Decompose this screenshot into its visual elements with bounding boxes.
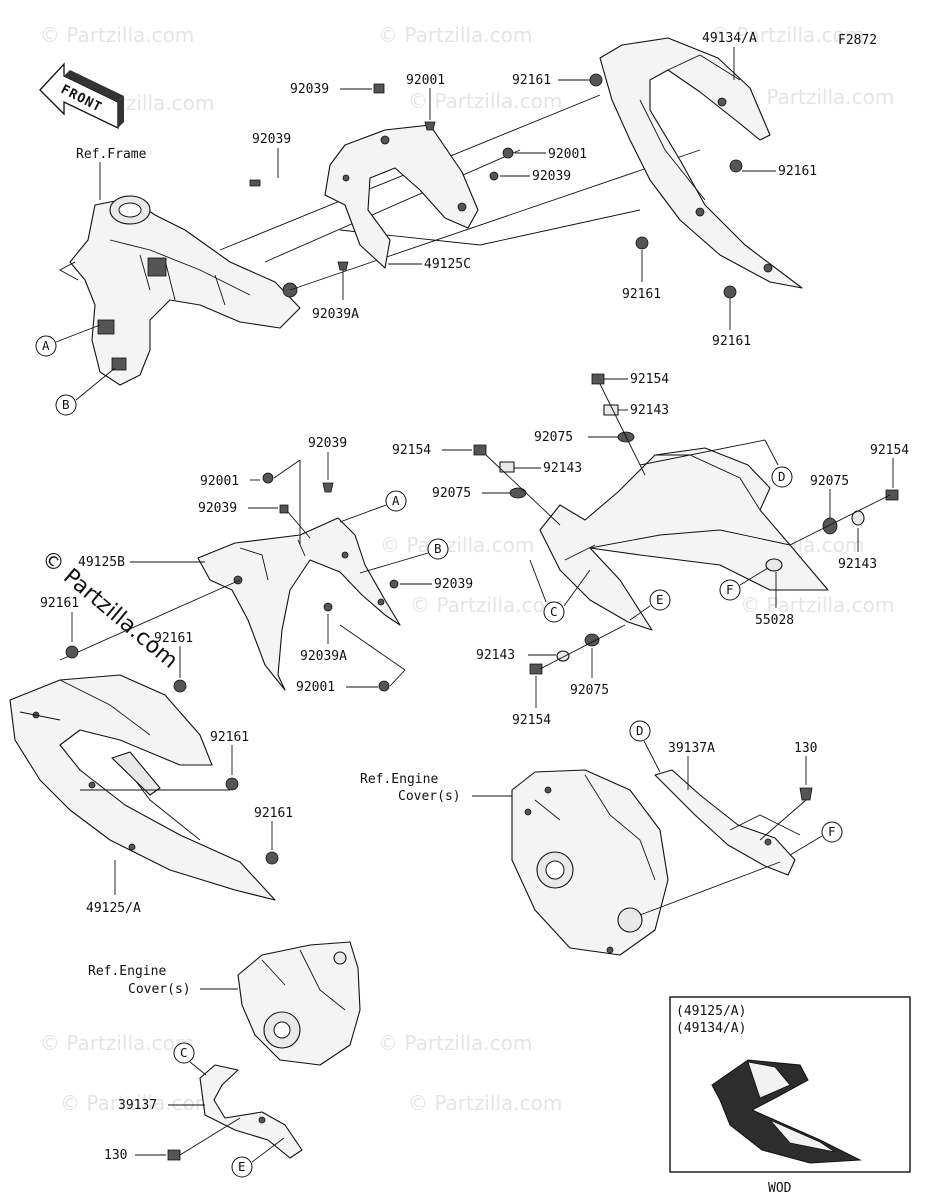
watermark: © Partzilla.com bbox=[40, 1031, 194, 1055]
inner-panel-49125B bbox=[197, 517, 401, 691]
callout-a bbox=[385, 490, 407, 512]
watermark: © Partzilla.com bbox=[710, 23, 864, 47]
front-direction-arrow-icon: FRONT bbox=[39, 62, 124, 130]
part-number: 92001 bbox=[296, 680, 335, 695]
callout-e-letter: E bbox=[238, 1159, 246, 1174]
callout-f bbox=[821, 821, 843, 843]
ref-engine-label: Cover(s) bbox=[128, 982, 191, 997]
ref-engine-label: Ref.Engine bbox=[360, 772, 438, 787]
part-number: 92143 bbox=[543, 461, 582, 476]
callout-c-letter: C bbox=[550, 604, 558, 619]
part-number: 39137A bbox=[668, 741, 715, 756]
ref-engine-label: Ref.Engine bbox=[88, 964, 166, 979]
part-number: 92001 bbox=[548, 147, 587, 162]
cowl-49134A bbox=[599, 37, 803, 289]
part-number: 49134/A bbox=[702, 31, 757, 46]
part-number: 92161 bbox=[512, 73, 551, 88]
part-number: 49125/A bbox=[86, 901, 141, 916]
part-number: 92161 bbox=[254, 806, 293, 821]
bracket-49125C bbox=[324, 124, 479, 269]
callout-c-letter: C bbox=[180, 1045, 188, 1060]
part-number: 92075 bbox=[534, 430, 573, 445]
part-number: 92154 bbox=[630, 372, 669, 387]
part-number: 92161 bbox=[622, 287, 661, 302]
bracket-39137 bbox=[199, 1064, 303, 1159]
callout-c bbox=[543, 601, 565, 623]
part-number: 92143 bbox=[838, 557, 877, 572]
watermark: © Partzilla.com bbox=[408, 89, 562, 113]
callout-d-letter: D bbox=[778, 469, 786, 484]
part-number: 92154 bbox=[392, 443, 431, 458]
part-number: 92039A bbox=[312, 307, 359, 322]
side-cowl-49125A bbox=[9, 674, 276, 901]
part-number: 92075 bbox=[432, 486, 471, 501]
callout-b-letter: B bbox=[434, 541, 442, 556]
callout-b-letter: B bbox=[62, 397, 70, 412]
callout-b bbox=[55, 394, 77, 416]
callout-d bbox=[629, 720, 651, 742]
part-number: 49125B bbox=[78, 555, 125, 570]
callout-e bbox=[649, 589, 671, 611]
part-number: 92039 bbox=[252, 132, 291, 147]
part-number: 92143 bbox=[630, 403, 669, 418]
callout-b bbox=[427, 538, 449, 560]
callout-e bbox=[231, 1156, 253, 1178]
part-number: 130 bbox=[104, 1148, 127, 1163]
part-number: 49125C bbox=[424, 257, 471, 272]
part-number: 92039 bbox=[308, 436, 347, 451]
ref-frame-label: Ref.Frame bbox=[76, 147, 147, 162]
callout-f bbox=[719, 579, 741, 601]
watermark: © Partzilla.com bbox=[740, 593, 894, 617]
inset-caption: WOD bbox=[768, 1181, 792, 1196]
watermark: © Partzilla.com bbox=[740, 85, 894, 109]
frame-part bbox=[59, 195, 301, 386]
part-number: 92039A bbox=[300, 649, 347, 664]
part-number: 92143 bbox=[476, 648, 515, 663]
part-number: 92154 bbox=[512, 713, 551, 728]
part-number: 130 bbox=[794, 741, 817, 756]
figure-code: F2872 bbox=[838, 33, 877, 48]
part-number: 92161 bbox=[712, 334, 751, 349]
callout-a-letter: A bbox=[42, 338, 50, 353]
watermark: © Partzilla.com bbox=[410, 593, 564, 617]
part-number: 92161 bbox=[154, 631, 193, 646]
callout-c bbox=[173, 1042, 195, 1064]
engine-cover-part bbox=[511, 769, 669, 956]
watermark: © Partzilla.com bbox=[60, 1091, 214, 1115]
engine-cover-part-2 bbox=[237, 941, 361, 1066]
part-number: 92154 bbox=[870, 443, 909, 458]
lower-cowl bbox=[539, 447, 829, 631]
inset-box: (49125/A) (49134/A) WOD bbox=[669, 996, 911, 1196]
part-number: 92039 bbox=[198, 501, 237, 516]
part-number: 92161 bbox=[778, 164, 817, 179]
part-number: 92075 bbox=[570, 683, 609, 698]
part-number: 92039 bbox=[434, 577, 473, 592]
inset-label: (49125/A) bbox=[676, 1004, 746, 1019]
part-number: 92161 bbox=[210, 730, 249, 745]
watermark: © Partzilla.com bbox=[380, 533, 534, 557]
inset-label: (49134/A) bbox=[676, 1021, 746, 1036]
watermark: © Partzilla.com bbox=[408, 1091, 562, 1115]
part-number: 92001 bbox=[200, 474, 239, 489]
callout-d bbox=[771, 466, 793, 488]
part-number: 92075 bbox=[810, 474, 849, 489]
bracket-39137A bbox=[654, 769, 801, 876]
watermark: © Partzilla.com bbox=[378, 23, 532, 47]
watermark: © Partzilla.com bbox=[378, 1031, 532, 1055]
part-number: 92161 bbox=[40, 596, 79, 611]
part-number: 92001 bbox=[406, 73, 445, 88]
callout-f-letter: F bbox=[828, 824, 836, 839]
part-number: 92039 bbox=[290, 82, 329, 97]
callout-a bbox=[35, 335, 57, 357]
part-number: 92039 bbox=[532, 169, 571, 184]
part-number: 39137 bbox=[118, 1098, 157, 1113]
watermark: © Partzilla.com bbox=[40, 23, 194, 47]
ref-engine-label: Cover(s) bbox=[398, 789, 461, 804]
part-number: 55028 bbox=[755, 613, 794, 628]
callout-f-letter: F bbox=[726, 582, 734, 597]
callout-d-letter: D bbox=[636, 723, 644, 738]
callout-e-letter: E bbox=[656, 592, 664, 607]
callout-a-letter: A bbox=[392, 493, 400, 508]
